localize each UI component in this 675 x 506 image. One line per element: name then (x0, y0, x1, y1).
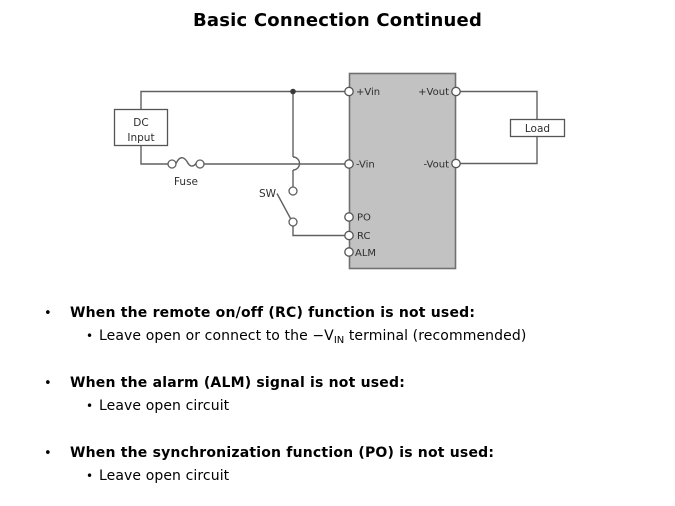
terminal-alm (344, 247, 354, 257)
sub-bullet-dot: • (86, 399, 94, 413)
bullet-dot: • (44, 306, 52, 321)
wire-dc-plus-to-vin (140, 90, 345, 109)
bullet-heading: • When the alarm (ALM) signal is not use… (0, 373, 675, 394)
sw-label: SW (259, 188, 277, 200)
terminal-vin-plus (344, 86, 354, 97)
bullet-heading: • When the synchronization function (PO)… (0, 443, 675, 464)
junction-dot (290, 88, 296, 95)
bullet-dot: • (44, 376, 52, 391)
sub-bullet: • Leave open circuit (0, 466, 675, 488)
wire-switch-to-rc (292, 226, 345, 237)
wire-hop-over (292, 156, 301, 171)
wires (140, 90, 538, 237)
sub-text-pre: Leave open circuit (99, 468, 230, 484)
bullet-list: • When the remote on/off (RC) function i… (0, 303, 675, 506)
label-alm: ALM (355, 248, 376, 259)
bullet-dot: • (44, 446, 52, 461)
sub-text-pre: Leave open circuit (99, 398, 230, 414)
terminal-vout-plus (451, 86, 461, 97)
sub-bullet-text: Leave open or connect to the −VIN termin… (99, 326, 526, 348)
terminal-vin-minus (344, 159, 354, 169)
fuse-label: Fuse (174, 176, 198, 188)
bullet-heading-text: When the alarm (ALM) signal is not used: (70, 375, 406, 391)
terminal-rc (344, 230, 354, 241)
dc-input-label-line2: Input (127, 132, 154, 144)
label-vin-plus: +Vin (356, 87, 380, 98)
label-vout-minus: -Vout (424, 160, 450, 171)
bullet-remote-onoff: • When the remote on/off (RC) function i… (0, 303, 675, 348)
fuse-terminal-left (167, 159, 177, 169)
dc-input-box (113, 108, 169, 147)
circuit-diagram: DC Input Load +Vin -Vin +Vout -Vout PO R… (113, 72, 566, 270)
module-terminals (344, 86, 461, 257)
bullet-synchronization: • When the synchronization function (PO)… (0, 443, 675, 488)
bullet-heading: • When the remote on/off (RC) function i… (0, 303, 675, 324)
sub-bullet: • Leave open circuit (0, 396, 675, 418)
page-title: Basic Connection Continued (192, 10, 483, 31)
terminal-po (344, 212, 354, 222)
sub-bullet-text: Leave open circuit (99, 396, 229, 418)
load-box (509, 118, 566, 138)
wire-dc-minus-to-fuse (140, 146, 168, 165)
label-rc: RC (357, 231, 370, 242)
switch-contact-top (288, 186, 298, 196)
bullet-heading-text: When the synchronization function (PO) i… (70, 445, 495, 461)
wire-load-to-voutminus (460, 136, 538, 165)
label-vin-minus: -Vin (356, 160, 375, 171)
label-po: PO (357, 213, 371, 224)
sub-bullet-dot: • (86, 469, 94, 483)
wire-voutplus-to-load (460, 90, 538, 120)
load-label: Load (525, 123, 550, 135)
bullet-alarm: • When the alarm (ALM) signal is not use… (0, 373, 675, 418)
power-module-box (348, 72, 457, 270)
switch-blade (276, 193, 292, 219)
fuse-terminal-right (195, 159, 205, 169)
bullet-heading-text: When the remote on/off (RC) function is … (70, 305, 476, 321)
dc-input-label-line1: DC (133, 117, 148, 129)
sub-bullet-dot: • (86, 329, 94, 343)
label-vout-plus: +Vout (418, 87, 449, 98)
sub-text-subscript: IN (333, 335, 345, 346)
sub-text-post: terminal (recommended) (344, 328, 527, 344)
switch-contact-bottom (288, 217, 298, 227)
terminal-vout-minus (451, 158, 461, 169)
fuse-element (175, 157, 197, 167)
sub-text-pre: Leave open or connect to the −V (99, 328, 334, 344)
sub-bullet-text: Leave open circuit (99, 466, 229, 488)
sub-bullet: • Leave open or connect to the −VIN term… (0, 326, 675, 348)
